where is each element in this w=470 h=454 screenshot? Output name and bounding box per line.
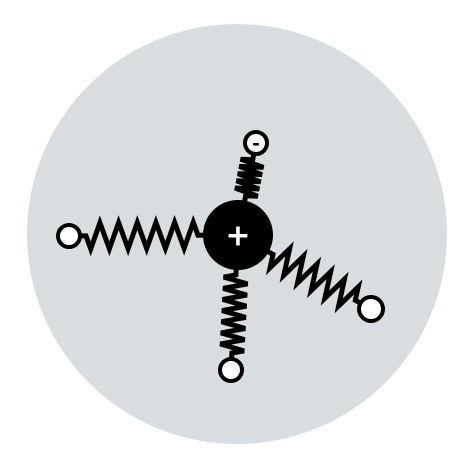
end-rings-group [56, 130, 385, 383]
spring-left-end-ring [56, 223, 82, 249]
spring-right-end-ring [357, 295, 385, 323]
spring-up [234, 153, 265, 236]
spring-down-end-ring [218, 357, 244, 383]
spring-left [80, 214, 239, 257]
spring-down [219, 234, 249, 360]
spring-up-end-label: - [252, 134, 259, 155]
nucleus-charge-label: + [225, 219, 250, 254]
springs-group [80, 153, 363, 360]
nucleus [203, 200, 273, 270]
spring-up-end-ring [243, 130, 269, 156]
spring-right [236, 232, 363, 314]
